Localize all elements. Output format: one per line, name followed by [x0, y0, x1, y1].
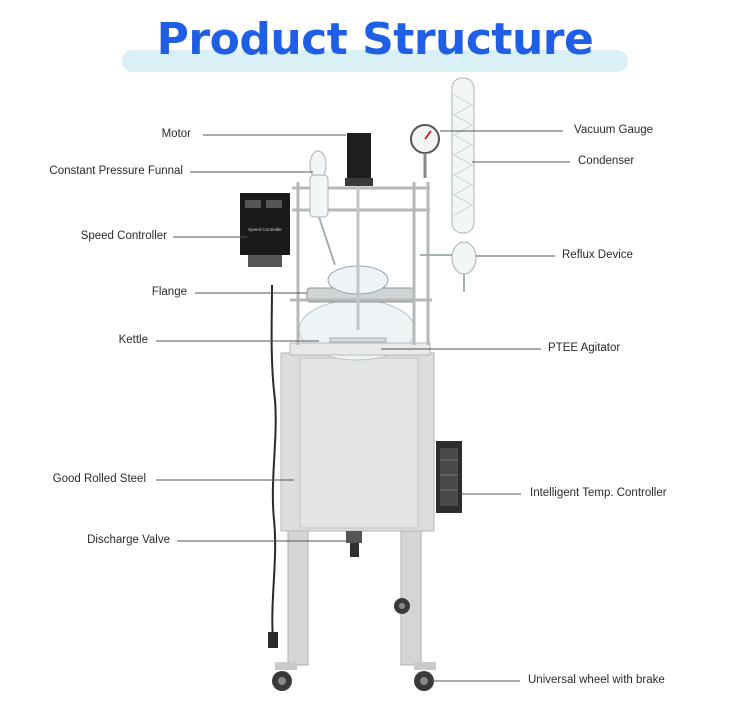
agitator-paddle	[329, 337, 387, 343]
left-leg	[287, 519, 309, 666]
label-wheel: Universal wheel with brake	[528, 674, 665, 686]
speed-controller-box: Speed Controller	[240, 193, 290, 267]
title-underline-band	[122, 50, 628, 72]
motor	[345, 133, 373, 330]
right-leg	[400, 519, 422, 666]
label-speed-controller: Speed Controller	[80, 230, 167, 242]
label-condenser: Condenser	[578, 155, 635, 167]
temp-controller-box	[436, 441, 462, 513]
leader-lines	[156, 130, 570, 682]
label-vacuum-gauge: Vacuum Gauge	[574, 124, 654, 136]
wheel-back	[394, 598, 410, 614]
label-kettle: Kettle	[118, 334, 148, 346]
wheel-right-front	[414, 662, 436, 691]
power-plug	[268, 632, 278, 648]
pressure-funnel	[309, 150, 336, 266]
vacuum-gauge	[410, 124, 440, 178]
label-temp-controller: Intelligent Temp. Controller	[530, 487, 667, 499]
controller-panel-text: Speed Controller	[248, 227, 282, 232]
power-cord	[270, 284, 277, 641]
wheel-left-front	[272, 662, 297, 691]
label-flange: Flange	[151, 286, 187, 298]
condenser	[451, 77, 475, 234]
label-agitator: PTEE Agitator	[548, 342, 621, 354]
reflux-device	[420, 241, 477, 292]
page-title: Product Structure	[156, 14, 594, 65]
label-motor: Motor	[161, 128, 191, 140]
discharge-valve	[346, 531, 362, 557]
label-funnel: Constant Pressure Funnal	[49, 165, 183, 177]
label-rolled-steel: Good Rolled Steel	[52, 473, 146, 485]
label-reflux-device: Reflux Device	[562, 249, 633, 261]
label-discharge-valve: Discharge Valve	[87, 534, 170, 546]
